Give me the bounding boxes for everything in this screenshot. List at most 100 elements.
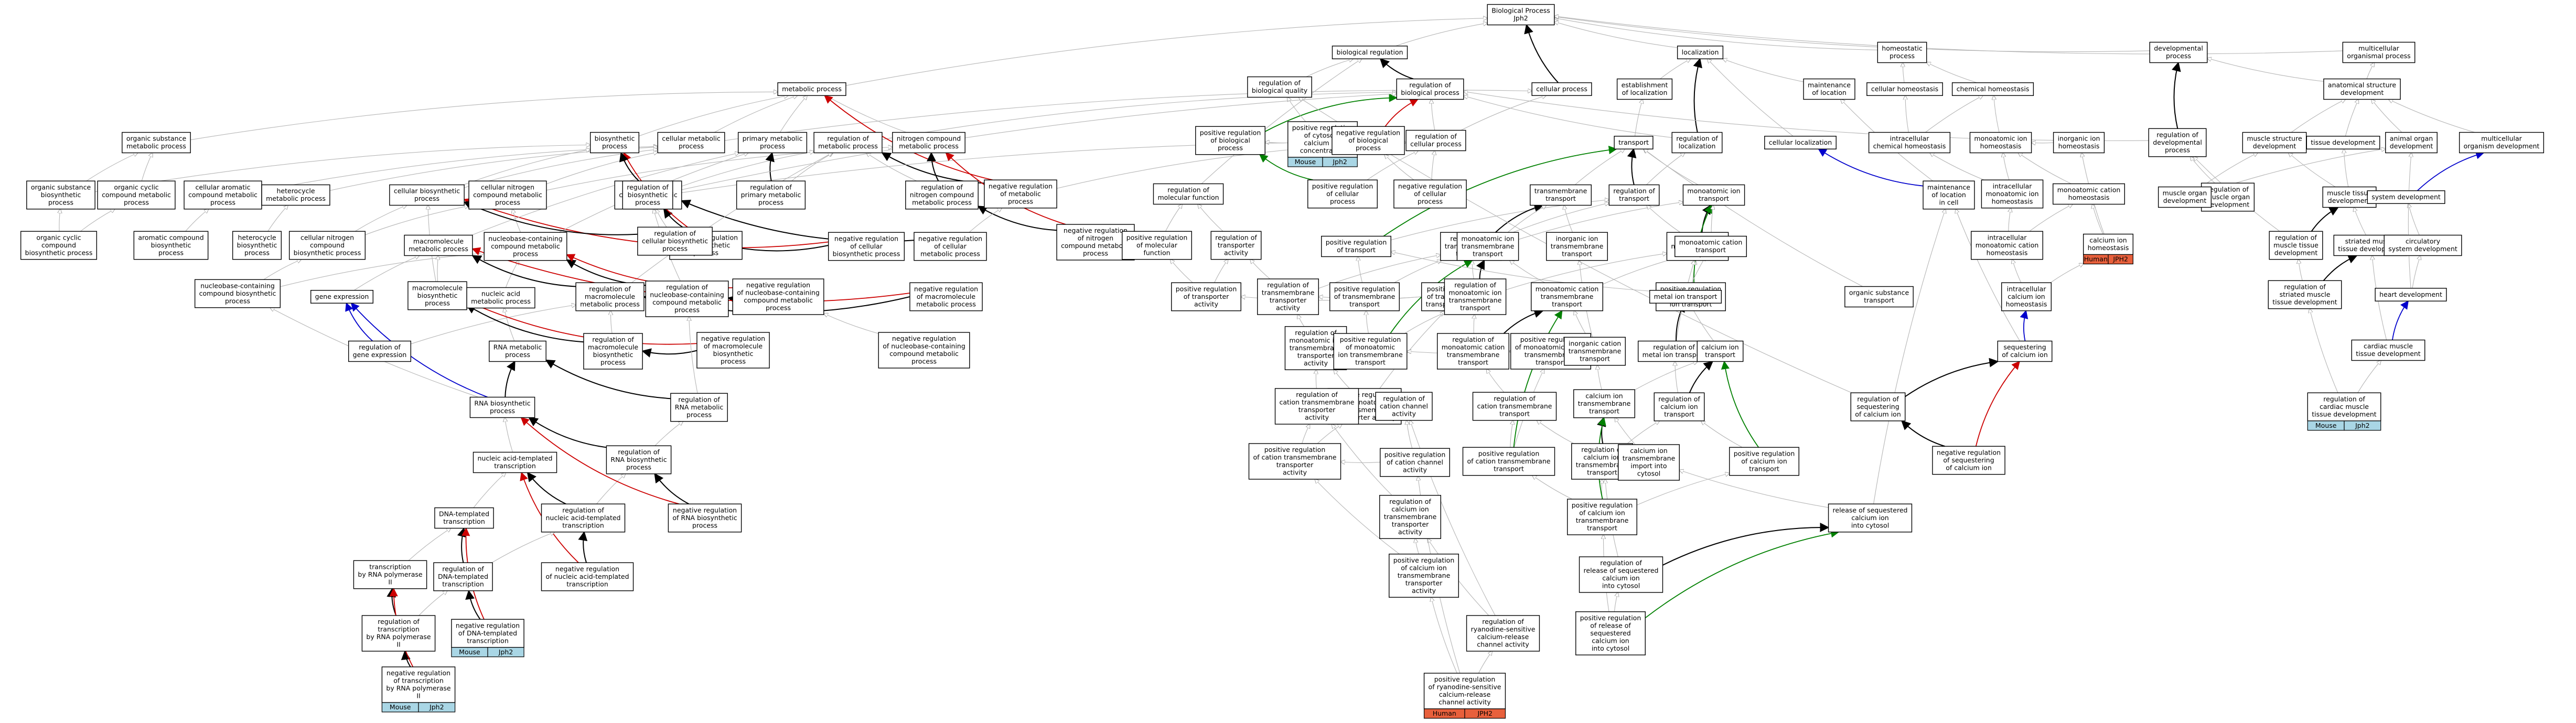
go-term-node[interactable]: cellular homeostasis xyxy=(1866,82,1943,96)
go-term-node[interactable]: localization xyxy=(1677,46,1724,59)
go-term-node[interactable]: cellular localization xyxy=(1764,136,1837,149)
go-term-node[interactable]: transport xyxy=(1614,136,1654,149)
go-term-node[interactable]: regulation ofmacromoleculebiosyntheticpr… xyxy=(583,333,643,370)
go-term-node[interactable]: chemical homeostasis xyxy=(1951,82,2034,96)
go-term-node[interactable]: regulation ofnucleobase-containingcompou… xyxy=(645,280,729,317)
go-term-node[interactable]: biological regulation xyxy=(1332,46,1408,59)
go-term-node[interactable]: metabolic process xyxy=(777,82,846,96)
go-term-node[interactable]: system development xyxy=(2367,190,2445,204)
go-term-node[interactable]: regulation ofryanodine-sensitivecalcium-… xyxy=(1466,615,1540,652)
go-term-node[interactable]: heart development xyxy=(2375,288,2447,301)
go-term-node[interactable]: cellular process xyxy=(1531,82,1592,96)
go-term-node[interactable]: gene expression xyxy=(310,290,374,304)
